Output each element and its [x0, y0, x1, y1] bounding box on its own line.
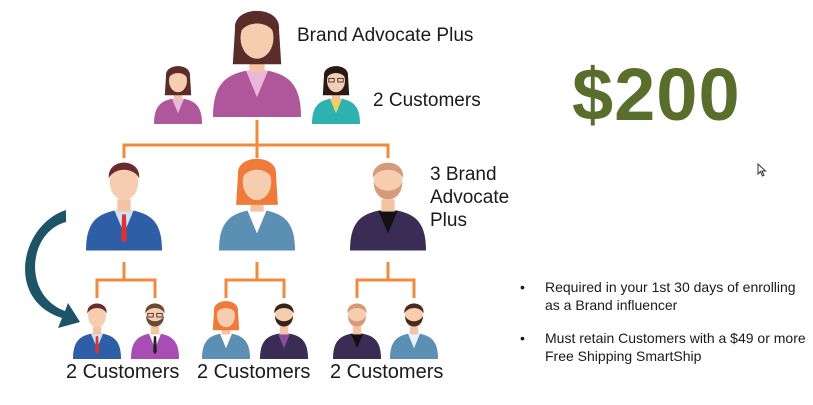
customer-avatar — [390, 303, 438, 359]
brand-advocate-avatar — [350, 162, 426, 251]
customer-avatar — [73, 303, 121, 359]
customer-avatar — [333, 303, 381, 359]
middle-label-line: 3 Brand — [430, 164, 497, 185]
top-customers-label: 2 Customers — [373, 90, 481, 111]
requirement-item: Must retain Customers with a $49 or more… — [520, 329, 810, 365]
requirements-list: Required in your 1st 30 days of enrollin… — [520, 278, 810, 380]
group-customers-label: 2 Customers — [197, 361, 311, 383]
mouse-cursor-icon — [757, 163, 767, 177]
customer-avatar — [131, 303, 179, 359]
price-amount: $200 — [572, 53, 741, 136]
group-customers-label: 2 Customers — [66, 361, 180, 383]
brand-advocate-avatar — [86, 162, 162, 251]
curved-arrow-icon — [25, 210, 80, 328]
middle-label-line: Plus — [430, 210, 467, 231]
connector-line — [355, 278, 416, 298]
brand-advocate-avatar — [219, 158, 295, 251]
requirement-item: Required in your 1st 30 days of enrollin… — [520, 278, 810, 314]
top-title: Brand Advocate Plus — [297, 25, 474, 46]
customer-avatar — [260, 303, 308, 359]
connector-line — [224, 278, 286, 298]
connector-line — [95, 278, 157, 298]
customer-avatar — [154, 66, 202, 124]
group-customers-label: 2 Customers — [330, 361, 444, 383]
middle-label: 3 Brand Advocate Plus — [430, 163, 509, 232]
customer-avatar — [202, 301, 250, 359]
customer-avatar — [312, 66, 360, 124]
brand-advocate-avatar — [213, 10, 301, 117]
middle-label-line: Advocate — [430, 187, 510, 208]
